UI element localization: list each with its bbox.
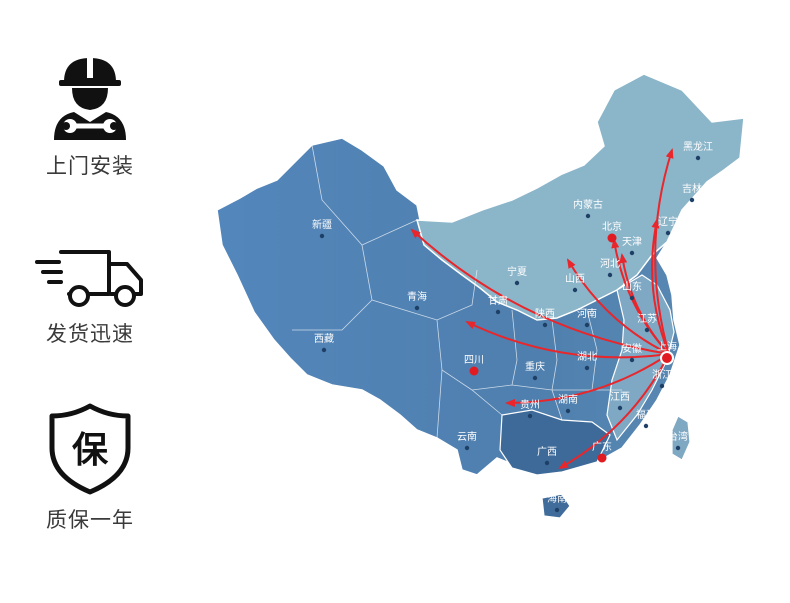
province-label: 黑龙江: [683, 140, 713, 153]
province-label: 吉林: [682, 182, 702, 195]
province-label: 北京: [602, 220, 622, 233]
city-marker: [542, 322, 548, 328]
province-label: 上海: [657, 340, 677, 353]
province-label: 重庆: [525, 360, 545, 373]
city-marker: [659, 383, 665, 389]
city-marker: [665, 230, 671, 236]
north-region: [415, 73, 745, 321]
province-label: 海南: [547, 492, 567, 505]
province-label: 河北: [600, 258, 620, 270]
province-label: 河南: [577, 307, 597, 320]
shield-badge-text: 保: [72, 430, 109, 471]
province-label: 湖南: [558, 393, 578, 406]
province-label: 安徽: [622, 342, 642, 355]
city-marker: [644, 327, 650, 333]
city-marker: [469, 366, 479, 376]
city-marker: [565, 408, 571, 414]
warranty-shield-icon: 保: [49, 403, 131, 495]
province-label: 山西: [565, 273, 585, 285]
hainan-island: [541, 493, 571, 519]
city-marker: [584, 365, 590, 371]
city-marker: [629, 357, 635, 363]
city-marker: [527, 413, 533, 419]
province-label: 四川: [464, 355, 484, 366]
province-label: 宁夏: [507, 265, 527, 278]
city-marker: [464, 445, 470, 451]
city-marker: [572, 287, 578, 293]
province-label: 甘肃: [488, 294, 508, 307]
province-label: 辽宁: [658, 215, 678, 228]
feature-delivery: 发货迅速: [0, 240, 180, 348]
feature-label: 发货迅速: [46, 322, 134, 346]
province-borders: [292, 144, 622, 439]
province-label: 广东: [592, 440, 612, 453]
province-label: 台湾: [668, 430, 688, 443]
province-label: 江西: [610, 391, 630, 403]
city-marker: [584, 322, 590, 328]
route-arrow: [619, 253, 670, 355]
city-marker: [585, 213, 591, 219]
route-arrow: [651, 218, 670, 355]
province-label: 广西: [537, 446, 557, 458]
shipping-routes: [410, 148, 674, 469]
province-label: 福建: [636, 408, 656, 421]
city-marker: [414, 305, 420, 311]
province-label: 湖北: [577, 351, 597, 363]
province-label: 天津: [622, 236, 642, 248]
province-label: 浙江: [652, 369, 672, 381]
city-marker: [607, 233, 617, 243]
route-arrow: [558, 353, 670, 469]
feature-label: 质保一年: [46, 508, 134, 532]
province-label: 云南: [457, 430, 477, 443]
route-arrow: [505, 353, 670, 407]
province-label: 贵州: [520, 398, 540, 411]
route-arrow: [566, 258, 670, 355]
worker-icon: [54, 56, 126, 140]
province-label: 江苏: [637, 312, 657, 325]
city-marker: [689, 197, 695, 203]
province-label: 内蒙古: [573, 198, 603, 211]
city-marker: [617, 405, 623, 411]
city-marker: [514, 280, 520, 286]
city-marker: [532, 375, 538, 381]
province-label: 新疆: [312, 218, 332, 231]
city-marker: [695, 155, 701, 161]
city-marker: [319, 233, 325, 239]
feature-installation: 上门安装: [0, 52, 180, 180]
city-marker: [629, 250, 635, 256]
province-label: 西藏: [314, 333, 334, 345]
province-label: 青海: [407, 290, 427, 303]
province-label: 陕西: [535, 307, 555, 320]
city-marker: [554, 507, 560, 513]
feature-label: 上门安装: [46, 154, 134, 178]
south-region: [499, 409, 611, 476]
city-marker: [629, 295, 635, 301]
city-marker: [597, 453, 607, 463]
city-marker: [643, 423, 649, 429]
city-marker: [544, 460, 550, 466]
city-marker: [607, 272, 613, 278]
city-marker: [321, 347, 327, 353]
city-marker: [675, 445, 681, 451]
city-marker: [660, 351, 674, 365]
route-arrow: [410, 228, 670, 355]
province-label: 山东: [622, 280, 642, 293]
feature-warranty: 保 质保一年: [0, 402, 180, 534]
delivery-truck-icon: [35, 250, 143, 307]
route-arrow: [465, 321, 670, 359]
route-arrow: [654, 148, 674, 355]
city-marker: [495, 309, 501, 315]
